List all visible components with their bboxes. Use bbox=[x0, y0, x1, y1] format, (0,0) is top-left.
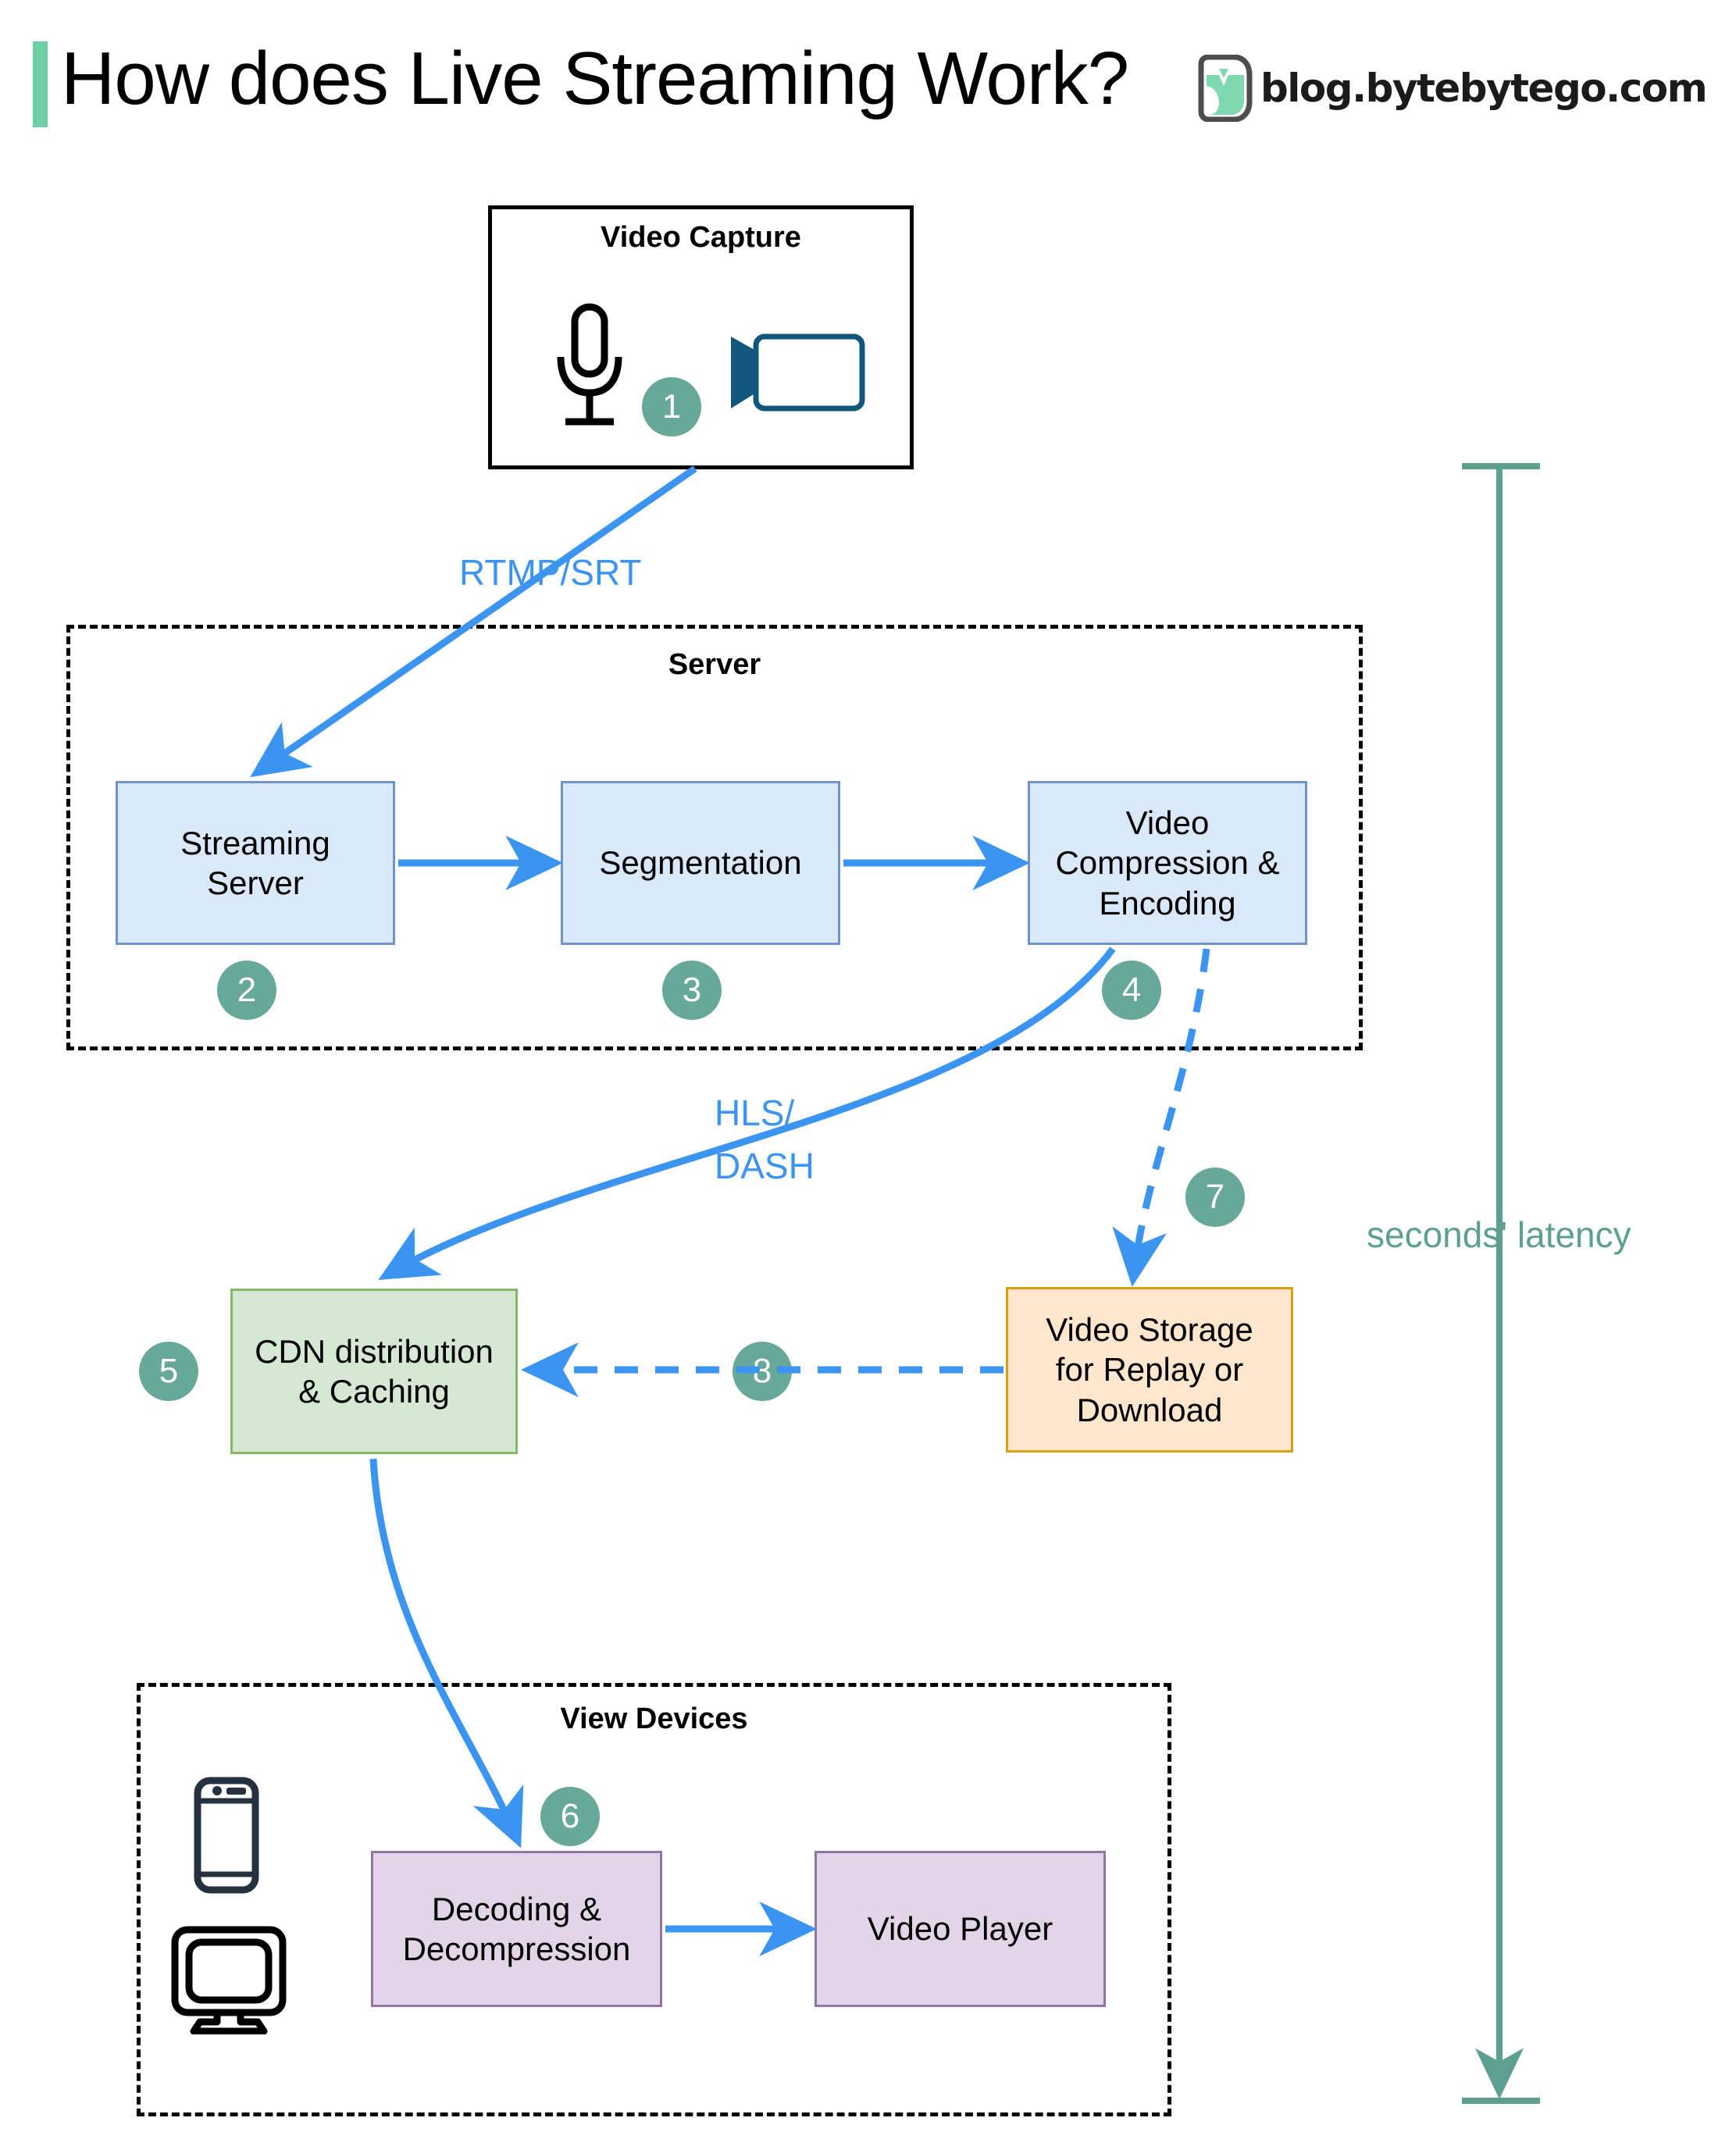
group-view-devices bbox=[137, 1683, 1171, 2116]
desktop-monitor-icon bbox=[171, 1926, 287, 2034]
mobile-phone-icon bbox=[194, 1777, 259, 1894]
step-badge-4: 4 bbox=[1102, 961, 1161, 1020]
node-segmentation[interactable]: Segmentation bbox=[561, 781, 840, 945]
brand-text: blog.bytebytego.com bbox=[1260, 66, 1708, 111]
node-segmentation-label: Segmentation bbox=[599, 844, 802, 882]
step-badge-7: 7 bbox=[1185, 1168, 1245, 1227]
step-badge-8: 8 bbox=[733, 1342, 792, 1401]
node-cdn-distribution[interactable]: CDN distribution& Caching bbox=[230, 1289, 518, 1454]
group-title-server: Server bbox=[668, 648, 761, 681]
node-video-player-label: Video Player bbox=[867, 1910, 1053, 1948]
node-decoding-label: Decoding &Decompression bbox=[402, 1890, 631, 1967]
node-cdn-label: CDN distribution& Caching bbox=[255, 1332, 494, 1410]
latency-axis-label: seconds' latency bbox=[1367, 1214, 1631, 1255]
microphone-icon bbox=[557, 303, 622, 426]
bytebytego-logo-icon bbox=[1198, 55, 1253, 122]
brand-watermark: blog.bytebytego.com bbox=[1195, 55, 1708, 122]
node-video-player[interactable]: Video Player bbox=[815, 1851, 1106, 2007]
step-badge-3: 3 bbox=[662, 961, 722, 1020]
step-badge-5: 5 bbox=[139, 1342, 198, 1401]
step-badge-6: 6 bbox=[540, 1787, 600, 1846]
group-title-video-capture: Video Capture bbox=[601, 221, 801, 254]
step-badge-2: 2 bbox=[217, 961, 276, 1020]
edge-label-hls-line1: HLS/ bbox=[715, 1093, 795, 1133]
node-decoding-decompression[interactable]: Decoding &Decompression bbox=[371, 1851, 662, 2007]
edge-label-rtmp-srt: RTMP/SRT bbox=[459, 552, 642, 593]
video-camera-icon bbox=[731, 333, 865, 412]
group-title-view-devices: View Devices bbox=[560, 1702, 748, 1735]
step-badge-1: 1 bbox=[642, 377, 701, 437]
title-accent-bar bbox=[33, 41, 48, 127]
edge-label-hls-line2: DASH bbox=[715, 1146, 815, 1186]
page-title: How does Live Streaming Work? bbox=[61, 37, 1129, 120]
